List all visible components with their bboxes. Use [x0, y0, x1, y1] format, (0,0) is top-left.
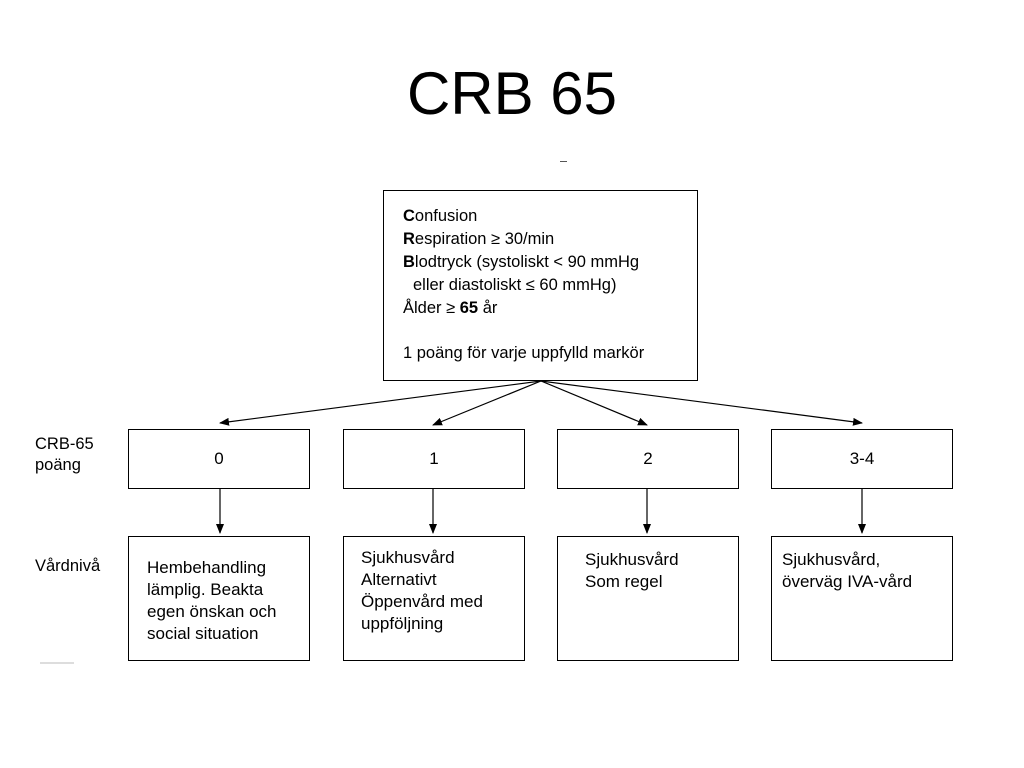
criterion-blood-pressure-cont: eller diastoliskt ≤ 60 mmHg)	[413, 276, 617, 294]
criterion-respiration: Respiration ≥ 30/min	[403, 230, 555, 248]
points-note: 1 poäng för varje uppfylld markör	[403, 344, 645, 362]
arrow-to-score-0	[219, 380, 542, 426]
care-box-1: Sjukhusvård Alternativt Öppenvård med up…	[343, 536, 525, 661]
artifact-mark	[40, 662, 74, 664]
arrow-to-score-1	[432, 380, 542, 426]
page-title: CRB 65	[406, 60, 618, 127]
score-box-1: 1	[343, 429, 525, 489]
score-row-label: CRB-65 poäng	[35, 435, 94, 474]
stray-dash	[560, 161, 567, 162]
criterion-blood-pressure: Blodtryck (systoliskt < 90 mmHg	[403, 253, 640, 271]
care-box-0: Hembehandling lämplig. Beakta egen önska…	[128, 536, 310, 661]
score-box-2: 2	[557, 429, 739, 489]
criterion-age: Ålder ≥ 65 år	[403, 299, 498, 317]
arrow-to-score-3-4	[540, 380, 863, 426]
score-box-3-4: 3-4	[771, 429, 953, 489]
care-box-2: Sjukhusvård Som regel	[557, 536, 739, 661]
arrow-to-score-2	[540, 380, 648, 426]
criterion-confusion: Confusion	[403, 207, 478, 225]
score-box-0: 0	[128, 429, 310, 489]
care-row-label: Vårdnivå	[35, 557, 101, 575]
criteria-box: Confusion Respiration ≥ 30/min Blodtryck…	[383, 190, 698, 381]
care-box-3-4: Sjukhusvård, överväg IVA-vård	[771, 536, 953, 661]
